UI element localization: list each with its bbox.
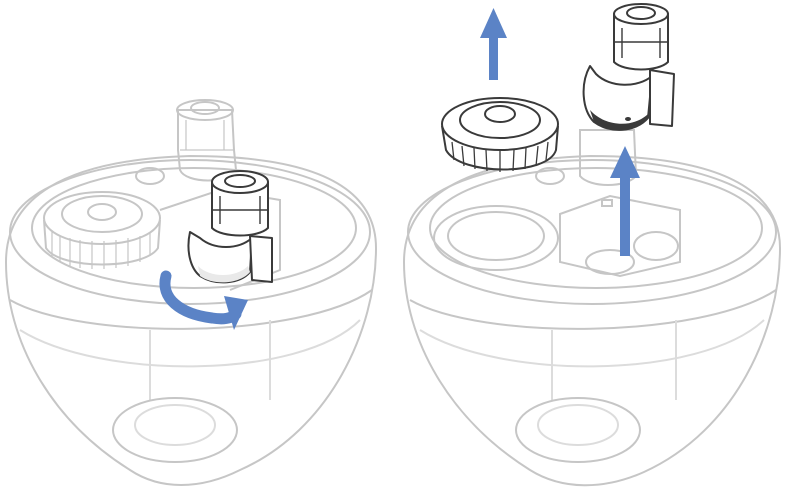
left-nozzle-top-inner (224, 174, 256, 188)
left-tower-top (176, 99, 234, 121)
left-base-inner (134, 404, 216, 446)
right-small-hole (535, 167, 565, 185)
left-nozzle-ribs (212, 196, 268, 224)
left-belt-line (9, 289, 373, 330)
left-nozzle-flap (249, 235, 273, 283)
left-base-outer (112, 397, 238, 463)
left-body-outline (4, 154, 378, 486)
left-belt-line-2 (19, 319, 361, 368)
left-inner-wall (149, 320, 271, 400)
left-tower-ribs (180, 120, 234, 151)
lifted-nozzle-flap (649, 69, 675, 127)
left-rim-inner (31, 167, 357, 289)
left-humidifier (4, 99, 378, 486)
left-tower-top-inner (190, 101, 220, 115)
right-base-outer (515, 397, 641, 463)
lifted-cap (441, 97, 559, 172)
lifted-nozzle-ribs (614, 28, 668, 58)
lifted-nozzle-shade (590, 110, 650, 130)
right-body-outline (402, 154, 782, 487)
left-cap-top (43, 191, 161, 245)
right-belt-line-2 (419, 319, 765, 368)
right-partition-slot (601, 199, 613, 207)
right-partition (559, 194, 681, 278)
up-arrow-icon (610, 146, 640, 256)
left-nozzle-elbow (187, 231, 253, 284)
right-partition-hole (585, 249, 635, 275)
right-inner-wall (551, 320, 677, 400)
left-rim-outer (9, 159, 371, 305)
lifted-nozzle (582, 3, 675, 131)
right-humidifier (402, 129, 782, 487)
lifted-cap-center (484, 105, 516, 123)
left-cap-side (43, 219, 161, 266)
left-nozzle-shade (198, 266, 250, 283)
right-base-inner (537, 404, 619, 446)
right-belt-line (409, 289, 777, 330)
left-nozzle-stem (211, 181, 269, 237)
left-cap-top-inner (61, 195, 143, 233)
lifted-nozzle-dot (625, 117, 631, 121)
lifted-cap-ridges (451, 141, 549, 172)
up-arrow-icon (480, 8, 507, 80)
left-cap-center (87, 203, 117, 221)
right-rim-inner (429, 167, 763, 289)
right-rim-outer (407, 159, 777, 305)
left-nozzle (187, 170, 273, 284)
lifted-nozzle-top-inner (626, 6, 656, 20)
left-small-hole (135, 167, 165, 185)
left-cap-ridges (51, 232, 151, 269)
right-partition-hole-2 (633, 231, 679, 261)
right-reservoir-opening (433, 205, 559, 271)
rotate-arrow-icon (159, 270, 248, 330)
right-reservoir-opening-inner (447, 211, 545, 261)
